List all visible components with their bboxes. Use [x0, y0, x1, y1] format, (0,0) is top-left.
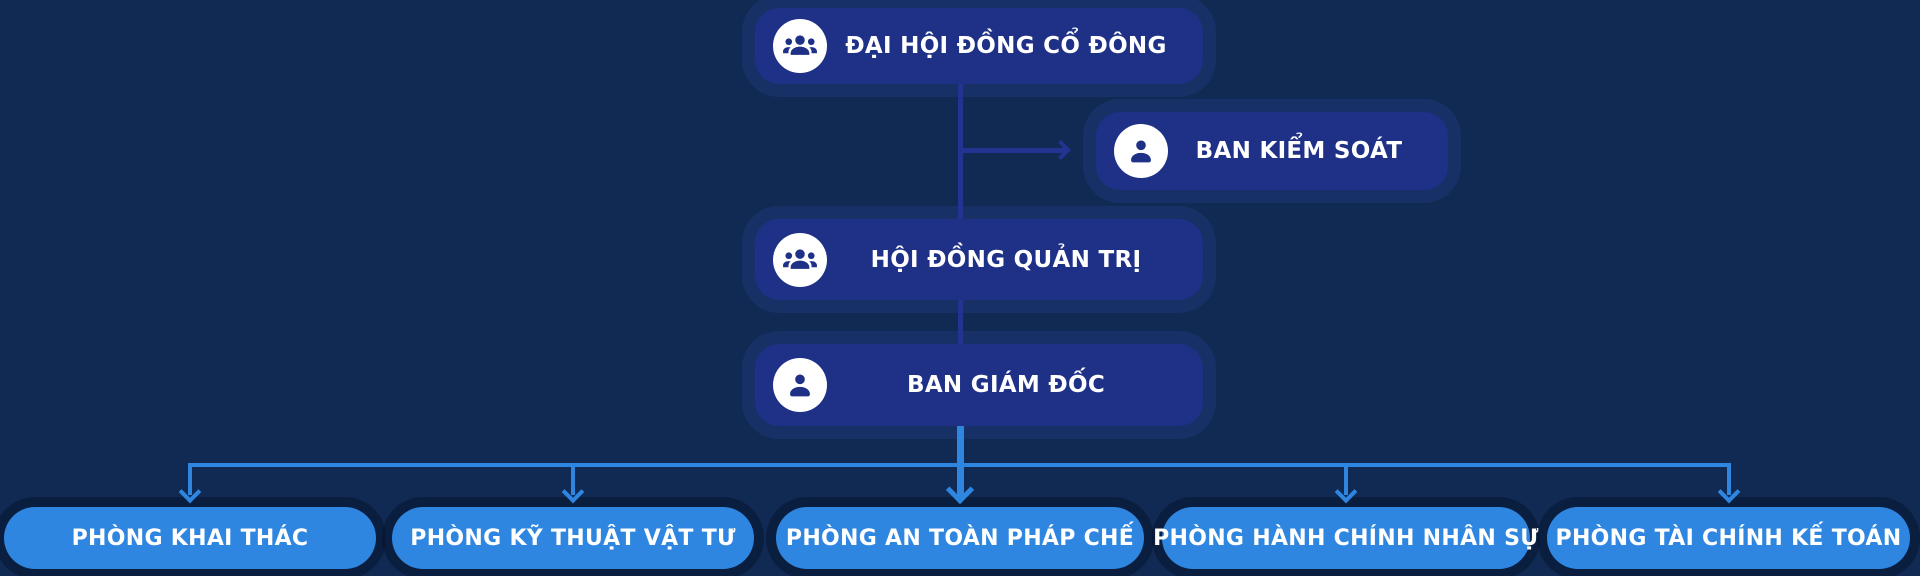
- dept-phong-hanh-chinh-nhan-su: PHÒNG HÀNH CHÍNH NHÂN SỰ: [1153, 507, 1539, 569]
- connector-departments-bus: [188, 463, 1731, 467]
- arrow-down-icon: [178, 480, 202, 504]
- node-label: BAN KIỂM SOÁT: [1195, 138, 1403, 164]
- node-label: ĐẠI HỘI ĐỒNG CỔ ĐÔNG: [845, 33, 1167, 59]
- dept-phong-an-toan-phap-che: PHÒNG AN TOÀN PHÁP CHẾ: [776, 507, 1144, 569]
- dept-phong-tai-chinh-ke-toan: PHÒNG TÀI CHÍNH KẾ TOÁN: [1547, 507, 1910, 569]
- person-icon: [773, 358, 827, 412]
- dept-label: PHÒNG HÀNH CHÍNH NHÂN SỰ: [1153, 525, 1539, 551]
- connector-board-to-management: [958, 300, 963, 344]
- node-ban-giam-doc: BAN GIÁM ĐỐC: [755, 344, 1203, 426]
- person-icon: [1114, 124, 1168, 178]
- node-dai-hoi-dong-co-dong: ĐẠI HỘI ĐỒNG CỔ ĐÔNG: [755, 8, 1203, 84]
- dept-label: PHÒNG KỸ THUẬT VẬT TƯ: [410, 525, 736, 551]
- dept-phong-khai-thac: PHÒNG KHAI THÁC: [4, 507, 376, 569]
- arrow-down-icon: [945, 475, 975, 505]
- node-label: BAN GIÁM ĐỐC: [906, 372, 1106, 398]
- node-label: HỘI ĐỒNG QUẢN TRỊ: [870, 246, 1142, 273]
- connector-drop-1: [188, 465, 192, 495]
- connector-management-main-drop: [957, 426, 964, 498]
- arrow-down-icon: [561, 480, 585, 504]
- connector-branch-supervisory: [961, 148, 1067, 153]
- group-icon: [773, 232, 827, 287]
- arrow-right-icon: [1051, 140, 1071, 160]
- dept-label: PHÒNG TÀI CHÍNH KẾ TOÁN: [1555, 525, 1902, 551]
- connector-drop-4: [1344, 465, 1348, 495]
- dept-label: PHÒNG KHAI THÁC: [71, 525, 309, 551]
- node-hoi-dong-quan-tri: HỘI ĐỒNG QUẢN TRỊ: [755, 219, 1203, 300]
- arrow-down-icon: [1334, 480, 1358, 504]
- dept-label: PHÒNG AN TOÀN PHÁP CHẾ: [785, 525, 1135, 551]
- connector-drop-5: [1727, 465, 1731, 495]
- arrow-down-icon: [1717, 480, 1741, 504]
- dept-phong-ky-thuat-vat-tu: PHÒNG KỸ THUẬT VẬT TƯ: [392, 507, 754, 569]
- connector-shareholders-to-board: [958, 84, 963, 219]
- connector-drop-2: [571, 465, 575, 495]
- group-icon: [773, 19, 827, 73]
- node-ban-kiem-soat: BAN KIỂM SOÁT: [1096, 112, 1448, 190]
